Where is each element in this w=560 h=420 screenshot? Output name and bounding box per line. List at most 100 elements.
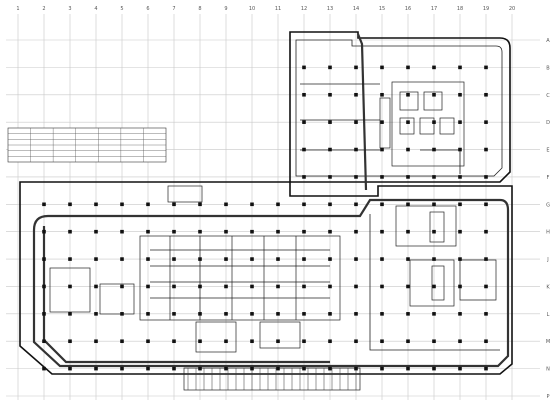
column-marker — [146, 257, 150, 261]
column-marker — [172, 284, 176, 289]
column-marker — [68, 257, 72, 261]
right-wing-details — [395, 205, 497, 307]
column-marker — [380, 312, 384, 316]
column-marker — [432, 202, 436, 207]
column-marker — [458, 229, 462, 234]
grid-label-top: 7 — [172, 6, 175, 12]
column-marker — [120, 366, 124, 371]
column-marker — [302, 312, 306, 316]
column-marker — [94, 366, 98, 371]
column-marker — [224, 257, 228, 261]
column-marker — [380, 120, 384, 124]
column-marker — [354, 257, 358, 261]
grid-label-right: J — [546, 257, 548, 263]
column-marker — [354, 366, 358, 371]
column-marker — [172, 229, 176, 234]
column-marker — [328, 284, 332, 289]
column-marker — [172, 366, 176, 371]
grid-label-top: 9 — [224, 6, 227, 12]
column-marker — [198, 366, 202, 371]
column-marker — [380, 147, 384, 152]
column-marker — [380, 65, 384, 70]
column-marker — [458, 120, 462, 124]
column-marker — [146, 229, 150, 234]
column-marker — [224, 284, 228, 289]
column-marker — [432, 92, 436, 97]
column-marker — [146, 366, 150, 371]
column-marker — [276, 257, 280, 261]
column-marker — [432, 312, 436, 316]
column-marker — [432, 366, 436, 371]
column-marker — [328, 202, 332, 207]
column-marker — [406, 120, 410, 124]
column-marker — [328, 65, 332, 70]
column-marker — [276, 229, 280, 234]
column-marker — [68, 366, 72, 371]
column-marker — [172, 257, 176, 261]
column-marker — [68, 339, 72, 344]
column-marker — [432, 147, 436, 152]
column-marker — [120, 257, 124, 261]
grid-label-top: 2 — [42, 6, 45, 12]
column-marker — [250, 339, 254, 344]
column-marker — [484, 202, 488, 207]
column-marker — [68, 229, 72, 234]
column-marker — [354, 147, 358, 152]
grid-label-top: 11 — [275, 6, 281, 12]
column-marker — [94, 284, 98, 289]
column-marker — [198, 257, 202, 261]
column-marker — [380, 229, 384, 234]
column-marker — [380, 339, 384, 344]
axis-grid — [6, 14, 540, 400]
column-marker — [68, 202, 72, 207]
column-marker — [458, 257, 462, 261]
column-marker — [406, 257, 410, 261]
column-marker — [354, 202, 358, 207]
column-marker — [458, 339, 462, 344]
column-marker — [42, 339, 46, 344]
column-marker — [276, 339, 280, 344]
column-marker — [302, 65, 306, 70]
grid-label-top: 5 — [120, 6, 123, 12]
column-marker — [484, 175, 488, 179]
column-marker — [224, 202, 228, 207]
column-marker — [406, 229, 410, 234]
column-marker — [328, 229, 332, 234]
grid-label-top: 14 — [353, 6, 359, 12]
column-marker — [458, 312, 462, 316]
grid-label-right: N — [546, 367, 550, 373]
column-marker — [302, 229, 306, 234]
column-marker — [302, 175, 306, 179]
column-marker — [42, 312, 46, 316]
column-marker — [484, 284, 488, 289]
column-marker — [432, 120, 436, 124]
column-marker — [120, 202, 124, 207]
grid-label-right: A — [546, 38, 550, 44]
column-marker — [484, 147, 488, 152]
column-marker — [68, 284, 72, 289]
column-marker — [94, 312, 98, 316]
grid-label-right: P — [546, 394, 549, 400]
grid-label-right: H — [546, 230, 550, 236]
grid-label-top: 8 — [198, 6, 201, 12]
grid-label-right: C — [546, 93, 550, 99]
column-marker — [406, 65, 410, 70]
column-marker — [120, 229, 124, 234]
column-marker — [328, 120, 332, 124]
column-marker — [328, 312, 332, 316]
column-marker — [328, 92, 332, 97]
column-marker — [146, 339, 150, 344]
column-marker — [224, 312, 228, 316]
column-marker — [406, 202, 410, 207]
grid-label-top: 10 — [249, 6, 255, 12]
column-marker — [354, 120, 358, 124]
column-marker — [94, 339, 98, 344]
column-marker — [354, 339, 358, 344]
column-marker — [432, 257, 436, 261]
column-marker — [42, 229, 46, 234]
column-marker — [354, 175, 358, 179]
legend-table — [7, 127, 167, 163]
podium-outline — [19, 181, 513, 375]
column-marker — [354, 312, 358, 316]
